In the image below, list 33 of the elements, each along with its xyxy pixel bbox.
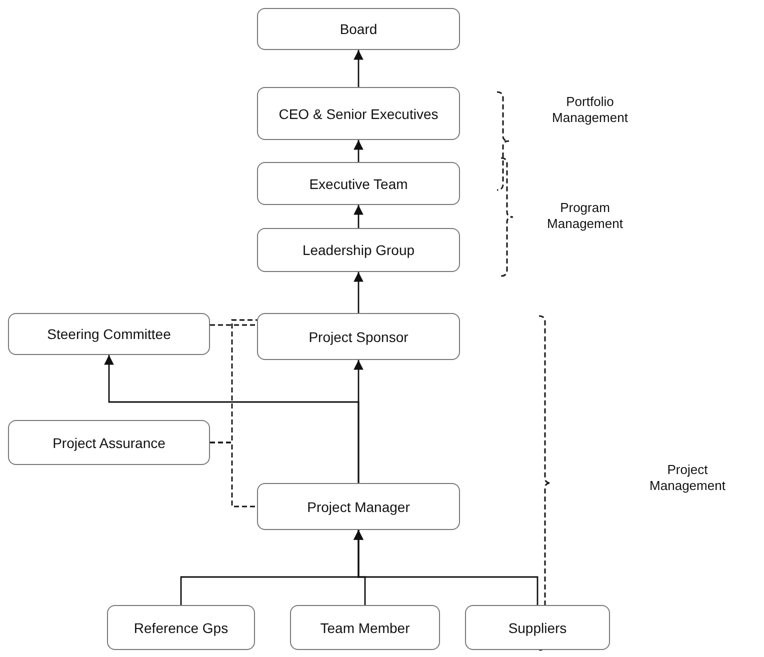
dashed-connector (210, 324, 257, 326)
role-name: Project Manager (307, 498, 410, 514)
arrow (104, 355, 360, 483)
role-box (107, 605, 255, 650)
role-name: Steering Committee (47, 326, 171, 342)
arrow (354, 50, 364, 87)
arrow (354, 272, 364, 313)
role-box (257, 228, 460, 272)
role-name: CEO & Senior Executives (278, 106, 438, 122)
role-box (257, 162, 460, 205)
level-label: Program Management (546, 200, 624, 232)
role-name: Executive Team (309, 176, 408, 192)
dashed-connector (210, 442, 257, 508)
role-box (8, 313, 210, 355)
role-box (465, 605, 610, 650)
role-name: Reference Gps (134, 620, 228, 636)
role-box (257, 313, 460, 360)
role-box (290, 605, 440, 650)
role-name: Project Assurance (52, 434, 166, 450)
role-name: Team Member (320, 620, 410, 636)
role-box (257, 8, 460, 50)
level-label: Portfolio Management (551, 94, 629, 126)
role-name: Board (340, 21, 378, 37)
level-label: Project Management (648, 462, 726, 494)
role-box (8, 420, 210, 465)
role-name: Project Sponsor (308, 328, 408, 344)
arrow (354, 140, 364, 162)
arrow (354, 205, 364, 228)
role-box (257, 483, 460, 530)
arrow (354, 530, 538, 605)
role-name: Leadership Group (302, 242, 415, 258)
role-box (257, 87, 460, 140)
role-name: Suppliers (508, 620, 567, 636)
